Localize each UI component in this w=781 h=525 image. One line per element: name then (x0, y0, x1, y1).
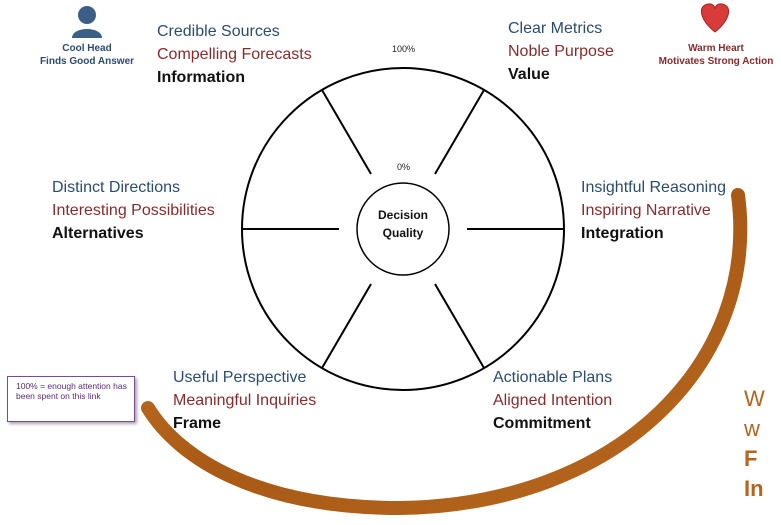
right-partial-line-1: W (744, 386, 765, 411)
scale-100-label: 100% (392, 44, 416, 54)
heart-caption: Warm Heart Motivates Strong Action (658, 43, 774, 67)
segment-alternatives: Distinct Directions Interesting Possibil… (52, 179, 215, 242)
segment-value: Clear Metrics Noble Purpose Value (508, 20, 614, 83)
head-caption: Cool Head Finds Good Answer (39, 43, 135, 67)
spoke-top-right (434, 89, 485, 175)
inner-circle (356, 182, 450, 276)
segment-commitment: Actionable Plans Aligned Intention Commi… (493, 369, 613, 432)
segment-frame: Useful Perspective Meaningful Inquiries … (173, 369, 317, 432)
right-partial-line-4: In (744, 476, 764, 501)
right-partial-line-3: F (744, 446, 758, 471)
note-box: 100% = enough attention has been spent o… (7, 376, 135, 422)
spoke-bottom-left (321, 283, 372, 369)
scale-0-label: 0% (397, 162, 411, 172)
spoke-bottom-right (434, 283, 485, 369)
center-label: Decision Quality (377, 208, 428, 240)
segment-information: Credible Sources Compelling Forecasts In… (157, 23, 312, 86)
spoke-top-left (321, 89, 372, 175)
heart-icon (700, 3, 730, 33)
head-icon (72, 6, 102, 38)
arc-arrow (141, 188, 748, 516)
right-partial-line-2: w (744, 416, 760, 441)
segment-integration: Insightful Reasoning Inspiring Narrative… (581, 179, 726, 242)
